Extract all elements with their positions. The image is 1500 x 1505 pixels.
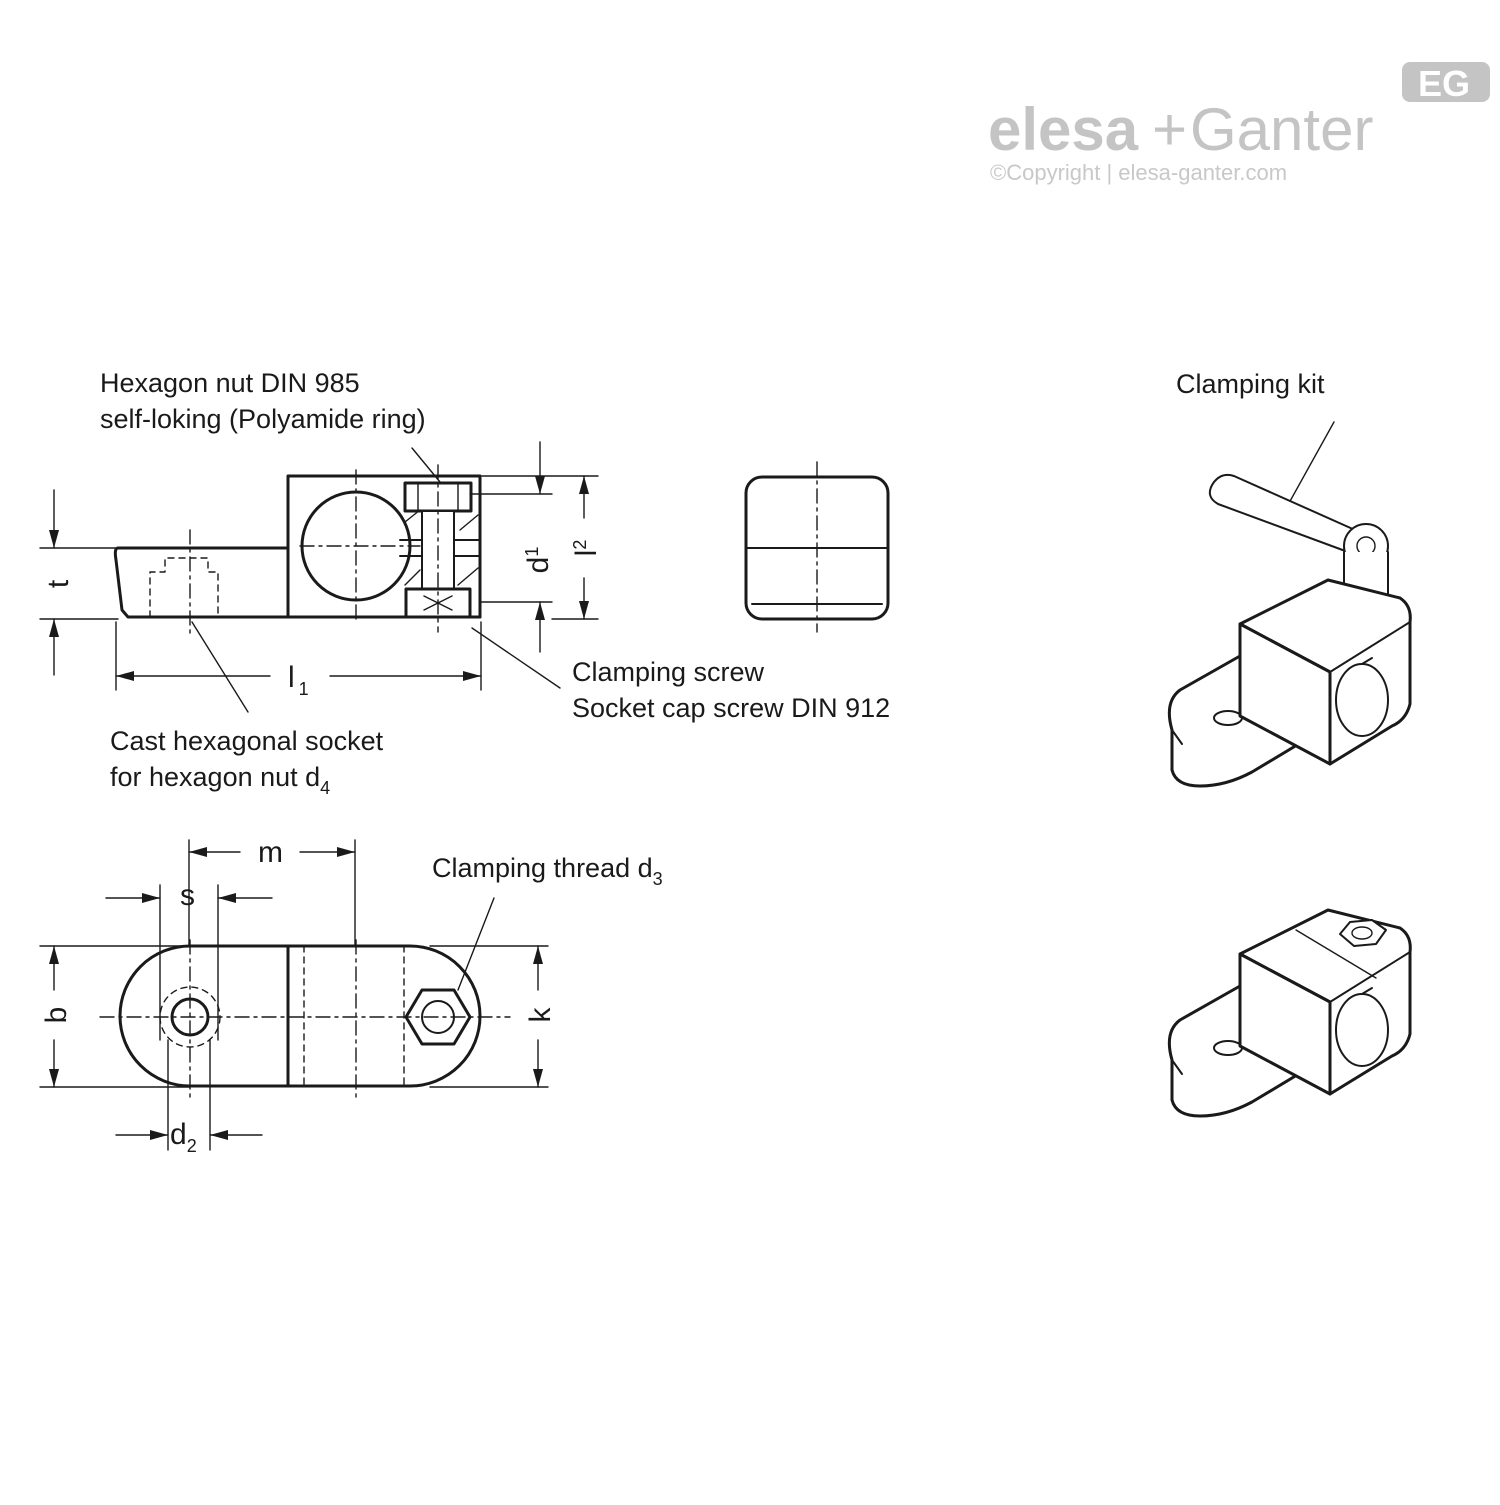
dimension-d1: d1 bbox=[469, 441, 555, 653]
top-view bbox=[99, 939, 511, 1101]
leader-cast-socket bbox=[191, 621, 249, 713]
callout-cast-socket-line1: Cast hexagonal socket bbox=[110, 726, 384, 756]
leader-clamp-screw bbox=[471, 627, 561, 689]
callout-hex-nut-line2: self-loking (Polyamide ring) bbox=[100, 404, 426, 434]
dimension-b: b bbox=[39, 945, 191, 1088]
dim-m-label: m bbox=[258, 836, 283, 869]
copyright-text: ©Copyright | elesa-ganter.com bbox=[990, 160, 1287, 185]
leader-clamping-kit bbox=[1283, 421, 1335, 513]
dim-d2-label: d2 bbox=[170, 1118, 197, 1156]
callout-clamping-kit: Clamping kit bbox=[1176, 369, 1325, 399]
callout-cast-socket-line2: for hexagon nut d4 bbox=[110, 762, 330, 798]
callout-clamping-thread: Clamping thread d3 bbox=[432, 853, 663, 889]
isometric-clamping-kit bbox=[1167, 473, 1412, 788]
dim-t-label: t bbox=[42, 579, 75, 588]
dim-k-label: k bbox=[524, 1007, 557, 1023]
dim-b-label: b bbox=[40, 1007, 73, 1024]
end-view bbox=[744, 461, 890, 633]
callout-clamp-screw-line2: Socket cap screw DIN 912 bbox=[572, 693, 890, 723]
leader-clamping-thread bbox=[457, 897, 495, 991]
eg-badge-text: EG bbox=[1418, 63, 1470, 104]
dimension-k: k bbox=[429, 945, 557, 1088]
brand-logo: EG elesa + Ganter ©Copyright | elesa-gan… bbox=[988, 62, 1490, 185]
dimension-s: s bbox=[105, 879, 273, 1041]
callout-clamp-screw-line1: Clamping screw bbox=[572, 657, 765, 687]
dim-l2-label: l2 bbox=[570, 540, 603, 557]
brand-ganter: Ganter bbox=[1190, 96, 1373, 163]
dimension-t: t bbox=[39, 489, 119, 676]
dimension-l2: l2 bbox=[481, 475, 603, 620]
dim-d1-label: d1 bbox=[522, 547, 555, 574]
dim-s-label: s bbox=[180, 879, 195, 912]
brand-plus: + bbox=[1152, 96, 1187, 163]
side-view bbox=[113, 464, 482, 636]
leader-hex-nut bbox=[411, 447, 441, 483]
dimension-d2: d2 bbox=[115, 1039, 263, 1156]
callout-hex-nut-line1: Hexagon nut DIN 985 bbox=[100, 368, 360, 398]
brand-elesa: elesa bbox=[988, 96, 1139, 163]
eg-badge-icon bbox=[1402, 62, 1490, 102]
dimension-m: m bbox=[188, 836, 356, 947]
isometric-clamp bbox=[1167, 908, 1412, 1118]
